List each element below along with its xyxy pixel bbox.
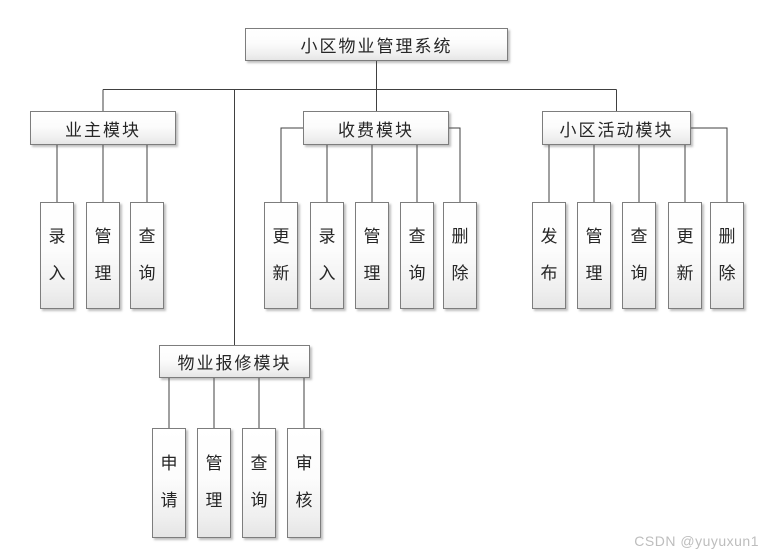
repair-manage-node: 管理 [197, 428, 231, 538]
system-root-node: 小区物业管理系统 [245, 28, 508, 61]
node-label: 小区活动模块 [559, 120, 674, 140]
node-label: 查询 [630, 226, 648, 283]
node-label: 业主模块 [65, 120, 141, 140]
activity-query-node: 查询 [622, 202, 656, 309]
repair-apply-node: 申请 [152, 428, 186, 538]
activity-publish-node: 发布 [532, 202, 566, 309]
fee-entry-node: 录入 [310, 202, 344, 309]
node-label: 查询 [408, 226, 426, 283]
repair-module-node: 物业报修模块 [159, 345, 310, 378]
owner-manage-node: 管理 [86, 202, 120, 309]
activity-update-node: 更新 [668, 202, 702, 309]
node-label: 物业报修模块 [177, 354, 292, 373]
fee-query-node: 查询 [400, 202, 434, 309]
node-label: 管理 [94, 226, 112, 283]
node-label: 录入 [48, 226, 66, 283]
node-label: 更新 [272, 226, 290, 283]
node-label: 删除 [718, 226, 736, 283]
activity-manage-node: 管理 [577, 202, 611, 309]
repair-audit-node: 审核 [287, 428, 321, 538]
owner-query-node: 查询 [130, 202, 164, 309]
fee-manage-node: 管理 [355, 202, 389, 309]
node-label: 申请 [160, 454, 178, 510]
fee-update-node: 更新 [264, 202, 298, 309]
fee-delete-node: 删除 [443, 202, 477, 309]
node-label: 管理 [205, 454, 223, 510]
node-label: 查询 [250, 454, 268, 510]
owner-entry-node: 录入 [40, 202, 74, 309]
node-label: 管理 [585, 226, 603, 283]
fee-module-node: 收费模块 [303, 111, 449, 145]
node-label: 录入 [318, 226, 336, 283]
node-label: 发布 [540, 226, 558, 283]
activity-module-node: 小区活动模块 [542, 111, 691, 145]
activity-delete-node: 删除 [710, 202, 744, 309]
node-label: 收费模块 [338, 120, 414, 140]
watermark-text: CSDN @yuyuxun1 [634, 533, 759, 549]
node-label: 小区物业管理系统 [300, 37, 453, 56]
node-label: 删除 [451, 226, 469, 283]
repair-query-node: 查询 [242, 428, 276, 538]
node-label: 管理 [363, 226, 381, 283]
node-label: 更新 [676, 226, 694, 283]
node-label: 查询 [138, 226, 156, 283]
node-label: 审核 [295, 454, 313, 510]
owner-module-node: 业主模块 [30, 111, 176, 145]
